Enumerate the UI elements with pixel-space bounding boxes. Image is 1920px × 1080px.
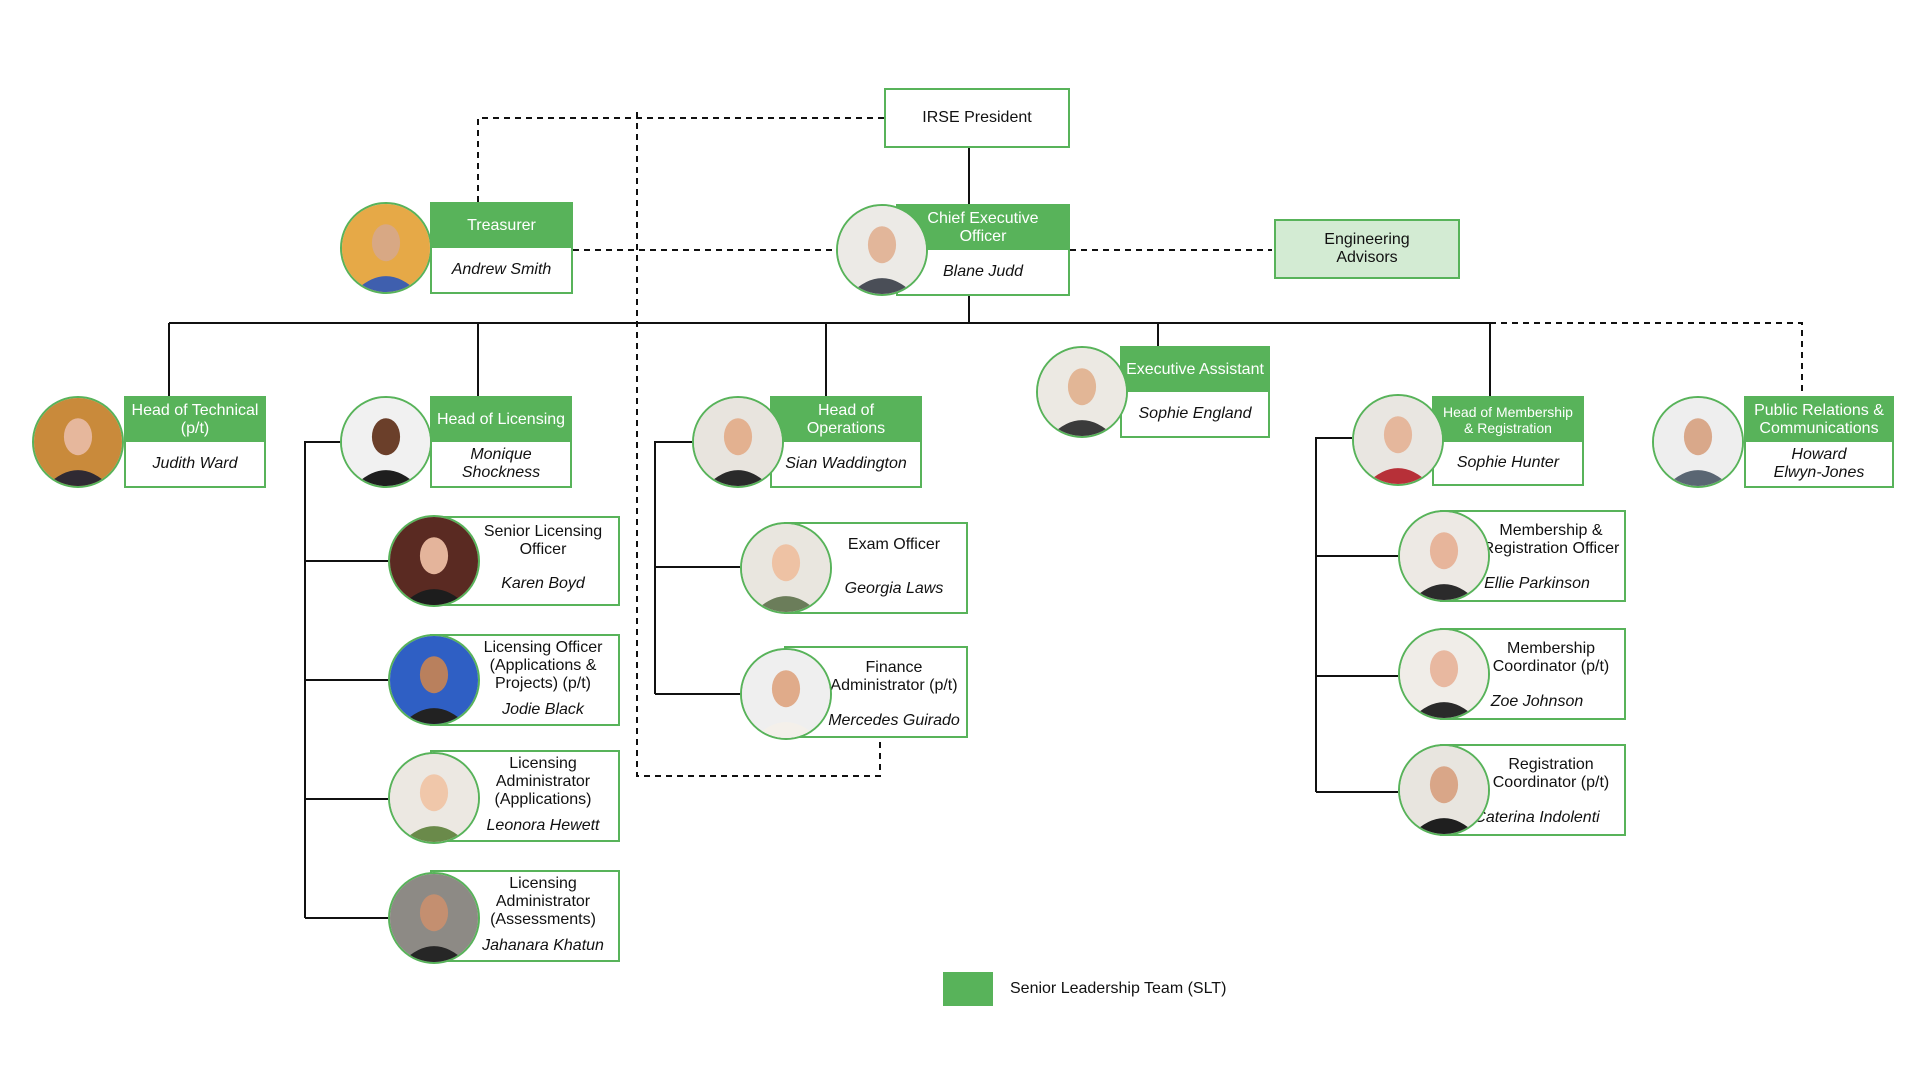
card-title: Membership & Registration Officer <box>1482 522 1620 557</box>
card-name: Caterina Indolenti <box>1474 809 1600 826</box>
photo-exam-officer <box>740 522 832 614</box>
photo-head-operations <box>692 396 784 488</box>
card-title: Head of Licensing <box>432 398 570 442</box>
photo-membership-officer <box>1398 510 1490 602</box>
card-name: Sophie England <box>1138 405 1252 422</box>
card-name: Sophie Hunter <box>1456 454 1560 471</box>
card-exec-assistant: Executive Assistant Sophie England <box>1120 346 1270 438</box>
photo-head-membership <box>1352 394 1444 486</box>
card-title: Registration Coordinator (p/t) <box>1492 756 1610 791</box>
card-treasurer: Treasurer Andrew Smith <box>430 202 573 294</box>
card-title: Head of Operations <box>772 398 920 442</box>
card-head-technical: Head of Technical (p/t) Judith Ward <box>124 396 266 488</box>
card-head-licensing: Head of Licensing Monique Shockness <box>430 396 572 488</box>
card-name: Blane Judd <box>942 263 1024 280</box>
card-title: Finance Administrator (p/t) <box>830 659 958 694</box>
photo-pr-comms <box>1652 396 1744 488</box>
engineering-advisors-title: Engineering Advisors <box>1324 231 1410 266</box>
card-title: Treasurer <box>432 204 571 248</box>
irse-president-title: IRSE President <box>922 109 1032 126</box>
card-name: Jahanara Khatun <box>482 937 604 954</box>
photo-licensing-admin-applications <box>388 752 480 844</box>
card-title: Head of Membership & Registration <box>1434 398 1582 442</box>
card-head-membership: Head of Membership & Registration Sophie… <box>1432 396 1584 486</box>
card-name: Howard Elwyn-Jones <box>1773 446 1865 481</box>
card-head-operations: Head of Operations Sian Waddington <box>770 396 922 488</box>
irse-president-box: IRSE President <box>884 88 1070 148</box>
card-title: Licensing Officer (Applications & Projec… <box>483 639 603 692</box>
engineering-advisors-box: Engineering Advisors <box>1274 219 1460 279</box>
card-name: Mercedes Guirado <box>828 712 960 729</box>
card-name: Leonora Hewett <box>486 817 600 834</box>
legend-label: Senior Leadership Team (SLT) <box>1010 980 1227 997</box>
card-title: Head of Technical (p/t) <box>126 398 264 442</box>
card-name: Karen Boyd <box>501 575 585 592</box>
card-name: Andrew Smith <box>451 261 552 278</box>
card-title: Membership Coordinator (p/t) <box>1492 640 1610 675</box>
photo-membership-coordinator <box>1398 628 1490 720</box>
card-name: Zoe Johnson <box>1490 693 1584 710</box>
photo-finance-admin <box>740 648 832 740</box>
card-name: Sian Waddington <box>785 455 907 472</box>
legend-swatch <box>943 972 993 1006</box>
card-title: Public Relations & Communications <box>1746 398 1892 442</box>
photo-senior-licensing-officer <box>388 515 480 607</box>
photo-licensing-admin-assessments <box>388 872 480 964</box>
photo-head-licensing <box>340 396 432 488</box>
photo-registration-coordinator <box>1398 744 1490 836</box>
card-title: Executive Assistant <box>1122 348 1268 392</box>
card-name: Ellie Parkinson <box>1484 575 1590 592</box>
card-title: Senior Licensing Officer <box>483 523 603 558</box>
card-title: Licensing Administrator (Applications) <box>494 755 592 808</box>
card-name: Monique Shockness <box>461 446 541 481</box>
photo-ceo <box>836 204 928 296</box>
card-name: Georgia Laws <box>844 580 944 597</box>
card-name: Jodie Black <box>502 701 584 718</box>
card-name: Judith Ward <box>152 455 238 472</box>
photo-treasurer <box>340 202 432 294</box>
card-title: Exam Officer <box>847 536 941 553</box>
photo-head-technical <box>32 396 124 488</box>
photo-exec-assistant <box>1036 346 1128 438</box>
card-title: Licensing Administrator (Assessments) <box>490 875 596 928</box>
photo-licensing-officer <box>388 634 480 726</box>
card-pr-comms: Public Relations & Communications Howard… <box>1744 396 1894 488</box>
